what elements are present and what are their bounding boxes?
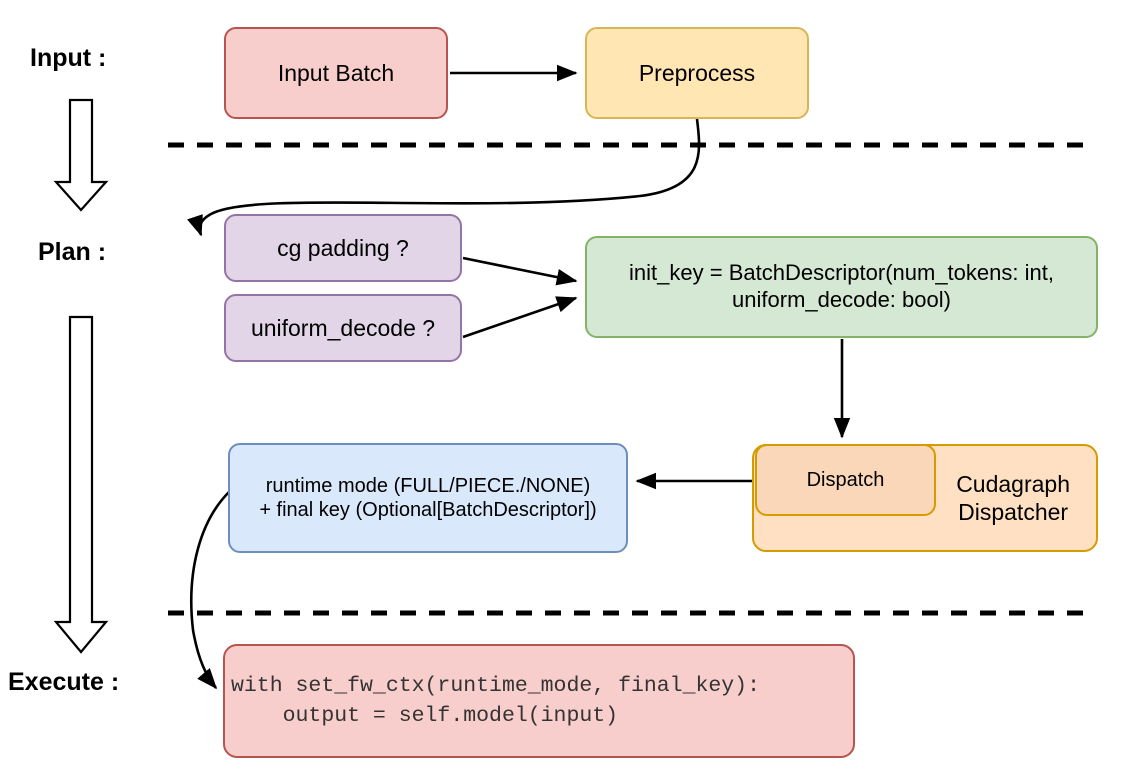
node-preprocess-label: Preprocess [638,59,756,86]
node-init-key[interactable]: init_key = BatchDescriptor(num_tokens: i… [585,236,1098,338]
node-init-key-line1: init_key = BatchDescriptor(num_tokens: i… [629,260,1054,286]
node-init-key-text: init_key = BatchDescriptor(num_tokens: i… [629,260,1054,314]
node-input-batch-label: Input Batch [277,59,395,86]
node-runtime-mode-text: runtime mode (FULL/PIECE./NONE) + final … [259,474,596,523]
stage-label-plan: Plan : [38,238,107,266]
stage-arrow-input-to-plan [53,98,109,212]
edge-cg-padding-to-init-key [462,256,578,286]
node-cudagraph-dispatcher-line2: Dispatcher [958,499,1069,525]
stage-arrow-plan-to-execute [53,315,109,654]
node-runtime-mode[interactable]: runtime mode (FULL/PIECE./NONE) + final … [228,443,628,553]
stage-label-execute: Execute : [8,668,120,696]
node-dispatch-label: Dispatch [806,468,885,491]
node-uniform-decode[interactable]: uniform_decode ? [224,294,462,362]
node-runtime-mode-line1: runtime mode (FULL/PIECE./NONE) [265,474,591,497]
edge-uniform-decode-to-init-key [462,296,578,339]
node-code-block-text: with set_fw_ctx(runtime_mode, final_key)… [231,673,760,728]
node-init-key-line2: uniform_decode: bool) [732,287,951,312]
node-cudagraph-dispatcher-text: Cudagraph Dispatcher [956,470,1070,526]
stage-label-input: Input : [30,44,107,72]
node-preprocess[interactable]: Preprocess [585,27,809,119]
node-cudagraph-dispatcher-line1: Cudagraph [956,470,1070,497]
node-cg-padding[interactable]: cg padding ? [224,214,462,282]
node-code-block[interactable]: with set_fw_ctx(runtime_mode, final_key)… [223,644,855,758]
node-runtime-mode-line2: + final key (Optional[BatchDescriptor]) [259,499,597,521]
node-uniform-decode-label: uniform_decode ? [250,314,436,341]
node-cg-padding-label: cg padding ? [277,234,409,261]
node-dispatch[interactable]: Dispatch [755,444,936,516]
node-input-batch[interactable]: Input Batch [224,27,448,119]
